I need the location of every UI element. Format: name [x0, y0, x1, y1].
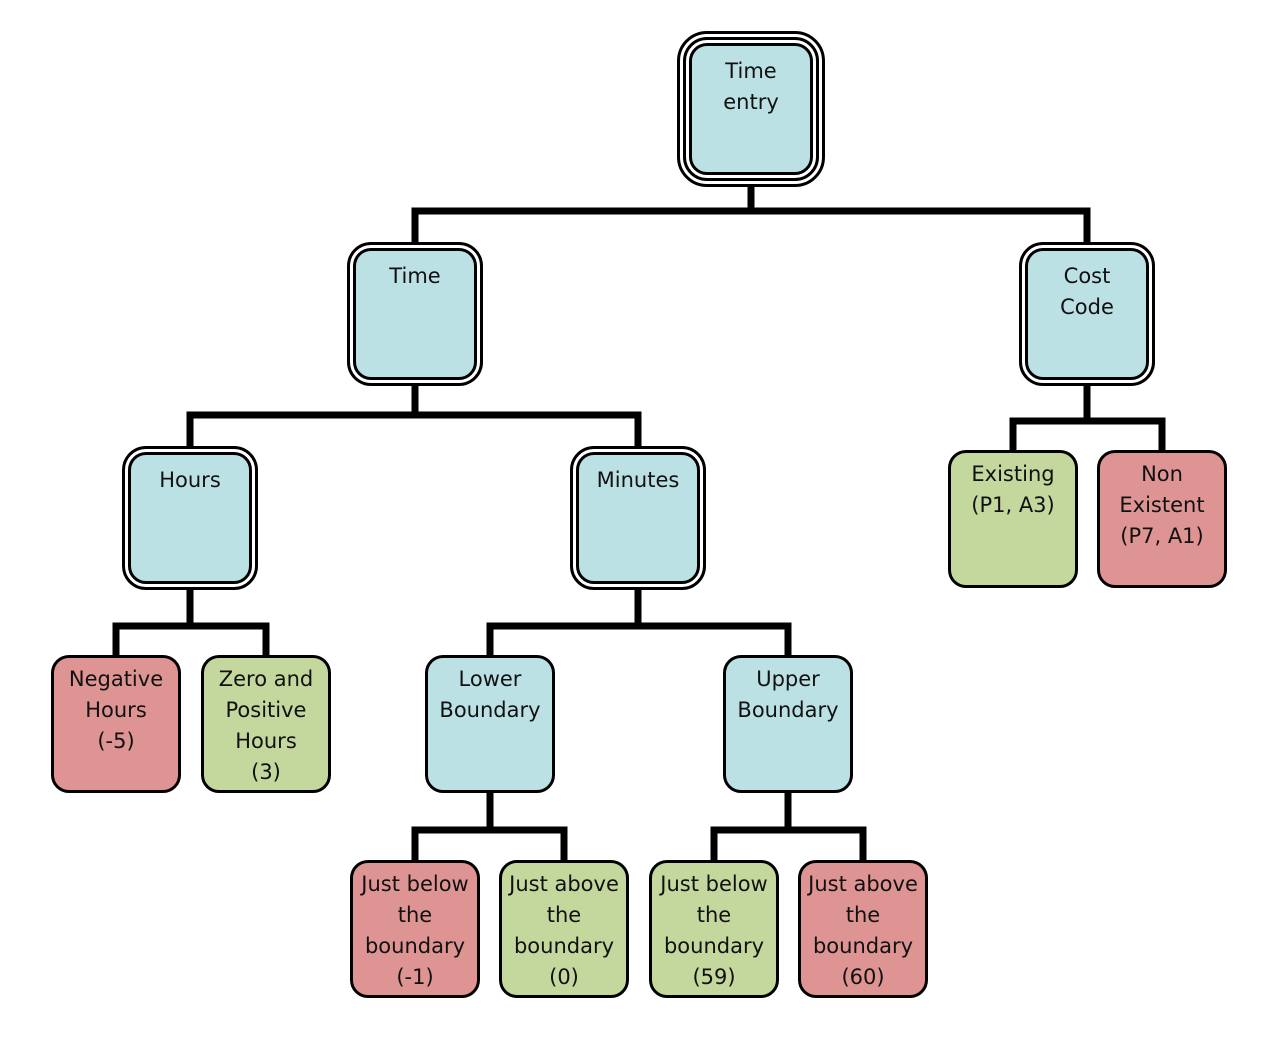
node-label-line: (P7, A1): [1120, 524, 1204, 548]
node-label-line: the: [546, 903, 582, 927]
node-time: Time: [353, 248, 477, 380]
node-label-line: (59): [692, 965, 736, 989]
node-label-line: Just above: [808, 872, 918, 896]
node-label-line: Existent: [1119, 493, 1205, 517]
node-label-line: entry: [723, 90, 779, 114]
node-label-line: Lower: [458, 667, 522, 691]
node-upper-just-below: Just below the boundary (59): [649, 860, 779, 998]
node-label-line: Time: [389, 264, 441, 288]
node-label-line: Hours: [235, 729, 297, 753]
node-label-line: Upper: [756, 667, 820, 691]
node-label-line: boundary: [812, 934, 914, 958]
node-label-line: Just below: [660, 872, 768, 896]
node-hours: Hours: [128, 452, 252, 584]
node-label-line: (0): [549, 965, 579, 989]
node-label-line: (3): [251, 760, 281, 784]
node-label-line: Existing: [971, 462, 1055, 486]
node-minutes: Minutes: [576, 452, 700, 584]
node-lower-just-below: Just below the boundary (-1): [350, 860, 480, 998]
node-label-line: (-5): [97, 729, 135, 753]
node-label-line: the: [397, 903, 433, 927]
node-label-line: Cost: [1063, 264, 1111, 288]
node-label-line: (P1, A3): [971, 493, 1055, 517]
node-label-line: Code: [1060, 295, 1114, 319]
node-label-line: Boundary: [737, 698, 839, 722]
node-label-line: boundary: [364, 934, 466, 958]
node-label-line: Minutes: [596, 468, 680, 492]
node-label-line: Hours: [85, 698, 147, 722]
node-label-line: Zero and: [218, 667, 314, 691]
node-lower-just-above: Just above the boundary (0): [499, 860, 629, 998]
node-label-line: (-1): [396, 965, 434, 989]
node-label-line: boundary: [513, 934, 615, 958]
node-label-line: Hours: [159, 468, 221, 492]
node-label-line: Positive: [225, 698, 307, 722]
node-existing: Existing (P1, A3): [948, 450, 1078, 588]
node-label-line: Negative: [68, 667, 164, 691]
node-label-line: Time: [725, 59, 777, 83]
node-label-line: (60): [841, 965, 885, 989]
node-label-line: Just below: [361, 872, 469, 896]
node-label-line: boundary: [663, 934, 765, 958]
node-label-line: Non: [1141, 462, 1183, 486]
node-label-line: Just above: [509, 872, 619, 896]
node-label-line: Boundary: [439, 698, 541, 722]
node-label-line: the: [696, 903, 732, 927]
node-label-line: the: [845, 903, 881, 927]
node-upper-just-above: Just above the boundary (60): [798, 860, 928, 998]
node-time-entry: Time entry: [689, 43, 813, 175]
